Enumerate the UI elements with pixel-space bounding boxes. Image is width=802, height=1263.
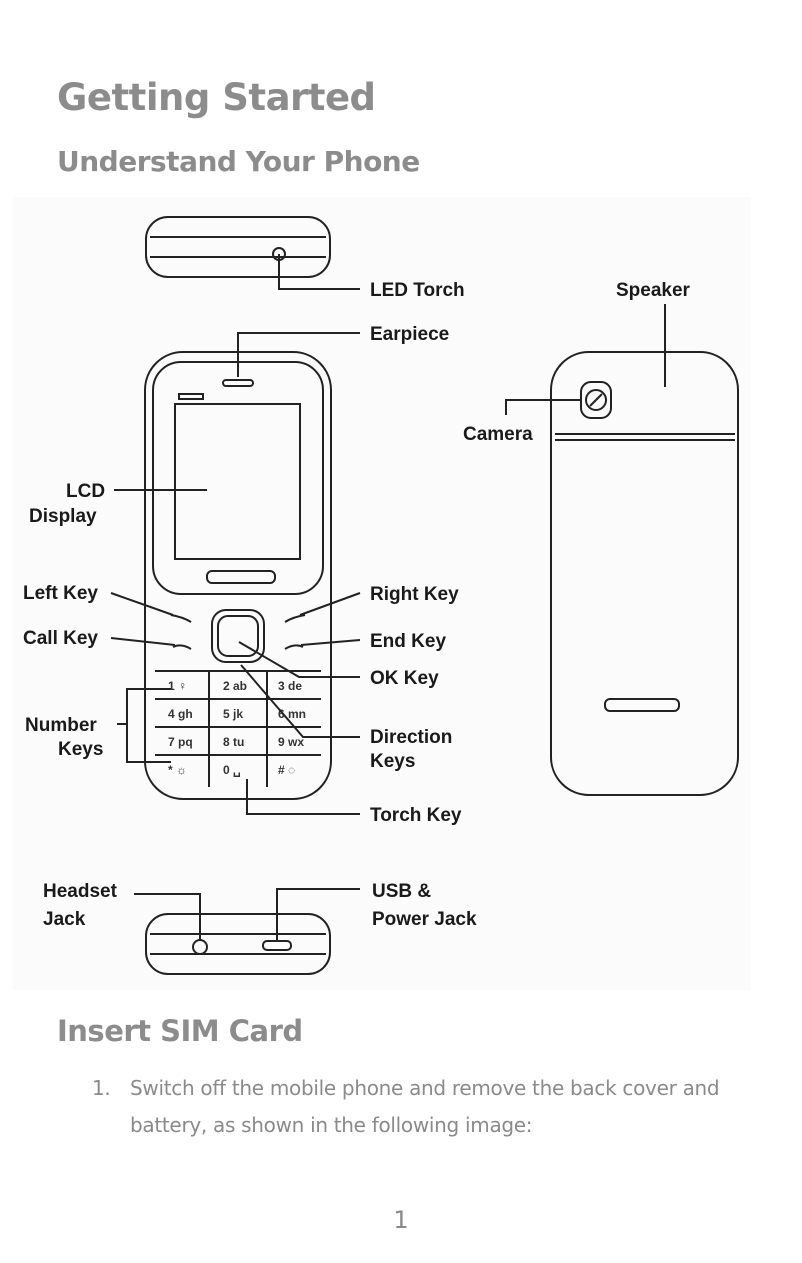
- label-lcd-display-line1: LCD: [66, 481, 105, 502]
- phone-front-view: [144, 351, 332, 800]
- svg-text:1 ♀: 1 ♀: [168, 679, 187, 693]
- label-lcd-display-line2: Display: [29, 506, 97, 527]
- label-number-keys-line2: Keys: [58, 739, 103, 760]
- section-heading-understand-phone: Understand Your Phone: [57, 145, 420, 178]
- svg-text:# ◌: # ◌: [278, 763, 295, 777]
- label-camera: Camera: [463, 424, 533, 445]
- svg-text:5 jk: 5 jk: [223, 707, 243, 721]
- svg-text:9 wx: 9 wx: [278, 735, 304, 749]
- step-1: 1. Switch off the mobile phone and remov…: [92, 1070, 752, 1144]
- label-torch-key: Torch Key: [370, 805, 462, 826]
- label-headset-jack-line2: Jack: [43, 909, 86, 930]
- svg-text:0 ␣: 0 ␣: [223, 763, 241, 777]
- label-number-keys-line1: Number: [25, 715, 97, 736]
- svg-text:7 pq: 7 pq: [168, 735, 193, 749]
- diagram-labels: LED Torch Speaker Earpiece Camera LCD Di…: [23, 280, 691, 930]
- label-headset-jack-line1: Headset: [43, 881, 118, 902]
- label-direction-keys-line2: Keys: [370, 751, 415, 772]
- label-earpiece: Earpiece: [370, 324, 449, 345]
- label-usb-power-line1: USB &: [372, 881, 431, 902]
- label-left-key: Left Key: [23, 583, 98, 604]
- step-text: Switch off the mobile phone and remove t…: [130, 1076, 720, 1137]
- label-end-key: End Key: [370, 631, 446, 652]
- phone-bottom-view: [145, 913, 331, 975]
- svg-text:3 de: 3 de: [278, 679, 302, 693]
- label-right-key: Right Key: [370, 584, 459, 605]
- label-ok-key: OK Key: [370, 668, 439, 689]
- section-heading-insert-sim: Insert SIM Card: [57, 1014, 303, 1048]
- step-number: 1.: [92, 1076, 111, 1100]
- phone-back-view: [550, 351, 739, 796]
- label-usb-power-line2: Power Jack: [372, 909, 477, 930]
- page-number: 1: [393, 1206, 409, 1234]
- label-direction-keys-line1: Direction: [370, 727, 452, 748]
- svg-text:4 gh: 4 gh: [168, 707, 193, 721]
- svg-text:8 tu: 8 tu: [223, 735, 244, 749]
- page-title: Getting Started: [57, 76, 376, 119]
- svg-text:* ☼: * ☼: [168, 763, 187, 777]
- phone-top-view: [145, 216, 331, 278]
- label-led-torch: LED Torch: [370, 280, 465, 301]
- svg-text:2 ab: 2 ab: [223, 679, 247, 693]
- label-call-key: Call Key: [23, 628, 98, 649]
- label-speaker: Speaker: [616, 280, 691, 301]
- leader-lines: [110, 254, 666, 941]
